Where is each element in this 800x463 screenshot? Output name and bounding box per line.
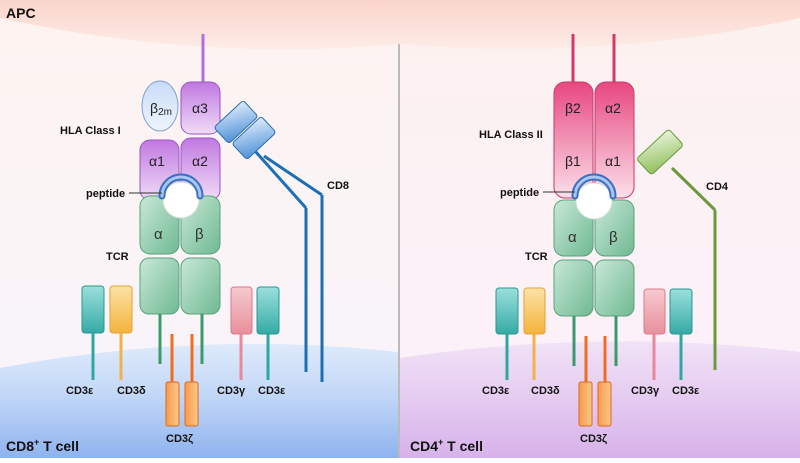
cd3-epsilon-left-label: CD3ε <box>66 385 94 397</box>
beta2-microglobulin <box>141 80 179 132</box>
hla-class-1-label: HLA Class I <box>60 125 121 137</box>
cd3-gamma-domain <box>643 288 666 335</box>
tcr-alpha-constant <box>139 257 180 315</box>
hla-class-2-label: HLA Class II <box>479 129 543 141</box>
alpha3-label: α3 <box>192 100 208 116</box>
alpha2-label: α2 <box>192 153 208 169</box>
apc-label: APC <box>6 5 36 21</box>
cd4-domain <box>637 129 683 175</box>
cd3-delta-label: CD3δ <box>531 385 560 397</box>
cd3-epsilon-right-label: CD3ε <box>672 385 700 397</box>
cd3-epsilon-left-domain <box>495 287 519 335</box>
peptide-highlight <box>573 175 615 198</box>
cd3-gamma-label: CD3γ <box>631 385 660 397</box>
cd3-gamma-domain <box>230 286 253 335</box>
tcr-label: TCR <box>525 251 548 263</box>
cd3-gamma-label: CD3γ <box>217 385 246 397</box>
beta2-label: β2 <box>565 100 581 116</box>
cd3-epsilon-right-domain <box>256 286 280 335</box>
cd8-beta-domain <box>232 117 276 159</box>
apc-membrane <box>0 0 800 50</box>
left-panel: β2m α3 α1 α2 HLA Class I α β TCR peptide… <box>6 34 349 454</box>
tcr-beta-constant <box>180 257 221 315</box>
beta1-label: β1 <box>565 153 581 169</box>
cd8-label: CD8 <box>327 180 349 192</box>
cd8-coreceptor <box>214 101 324 382</box>
cd4-coreceptor <box>637 129 717 370</box>
peptide-groove <box>575 182 613 220</box>
cd3-zeta-label: CD3ζ <box>166 433 193 445</box>
cd8-alpha-domain <box>214 101 258 143</box>
cd8-t-cell-label: CD8+ T cell <box>6 437 79 454</box>
peptide-groove <box>162 181 200 219</box>
cd3-zeta-right-domain <box>597 381 612 427</box>
cd4-t-cell-label: CD4+ T cell <box>410 437 483 454</box>
cd3-zeta-right-domain <box>184 381 199 427</box>
cd8-t-cell-membrane <box>0 343 398 458</box>
b2m-label: β2m <box>150 100 172 118</box>
peptide-highlight <box>160 175 202 198</box>
tcr-beta-constant <box>594 259 635 317</box>
tcr-alpha-constant <box>553 259 594 317</box>
tcr-beta-label: β <box>195 226 204 243</box>
cd3-epsilon-right-label: CD3ε <box>258 385 286 397</box>
cd3-zeta-left-domain <box>165 381 180 427</box>
right-panel: β2 α2 β1 α1 HLA Class II α β TCR peptide… <box>410 34 729 454</box>
peptide-label: peptide <box>500 187 539 199</box>
tcr-label: TCR <box>106 251 129 263</box>
cd3-delta-domain <box>523 287 546 335</box>
cd3-epsilon-left-label: CD3ε <box>482 385 510 397</box>
cd3-zeta-label: CD3ζ <box>580 433 607 445</box>
tcr-alpha-label: α <box>568 229 577 246</box>
hla-alpha3-domain <box>180 81 221 135</box>
alpha1-label: α1 <box>605 153 621 169</box>
cd3-epsilon-right-domain <box>669 288 693 335</box>
tcr-beta-label: β <box>609 229 618 246</box>
cd3-delta-domain <box>109 285 133 334</box>
cd3-epsilon-left-domain <box>81 285 105 334</box>
cd3-zeta-left-domain <box>578 381 593 427</box>
cd3-delta-label: CD3δ <box>117 385 146 397</box>
alpha1-label: α1 <box>149 153 165 169</box>
alpha2-label: α2 <box>605 100 621 116</box>
tcr-alpha-label: α <box>154 226 163 243</box>
peptide-label: peptide <box>86 188 125 200</box>
cd4-label: CD4 <box>706 181 729 193</box>
